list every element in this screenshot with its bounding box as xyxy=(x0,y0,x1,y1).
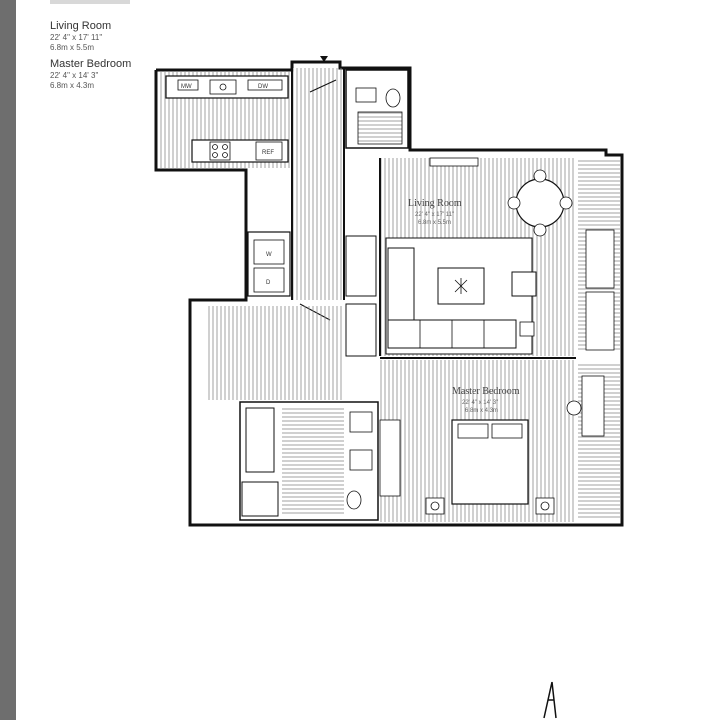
north-compass-icon xyxy=(543,681,557,719)
legend-living-room: Living Room 22' 4" x 17' 11" 6.8m x 5.5m xyxy=(50,20,170,53)
nightstand xyxy=(425,497,445,515)
microwave xyxy=(177,79,199,91)
toilet-icon xyxy=(385,88,401,108)
study-floor xyxy=(206,306,296,400)
master-bedroom-label: Master Bedroom xyxy=(452,386,520,397)
legend-master-bedroom: Master Bedroom 22' 4" x 14' 3" 6.8m x 4.… xyxy=(50,58,170,91)
left-margin-bar xyxy=(0,0,16,720)
hallway-floor xyxy=(292,68,344,300)
laundry: W D xyxy=(247,231,291,297)
vanity-sink xyxy=(349,449,373,471)
toilet-icon xyxy=(346,490,362,510)
burner xyxy=(222,152,228,158)
living-room-metric-label: 6.8m x 5.5m xyxy=(418,220,451,226)
dining-chair xyxy=(507,196,521,210)
vanity-sink xyxy=(349,411,373,433)
entry-arrow-icon xyxy=(320,56,328,62)
bedroom-dresser xyxy=(379,419,401,497)
shower xyxy=(357,111,403,145)
bath-floor xyxy=(282,408,344,514)
side-table xyxy=(519,321,535,337)
lamp-icon xyxy=(540,501,550,511)
tv-console xyxy=(429,157,479,167)
living-room-label: Living Room xyxy=(408,198,462,209)
desk xyxy=(581,375,605,437)
dining-chair xyxy=(533,169,547,183)
cooktop xyxy=(209,141,231,161)
decor-icon xyxy=(454,278,468,294)
legend-room-name: Living Room xyxy=(50,20,112,32)
burner xyxy=(212,144,218,150)
room-legend: Living Room 22' 4" x 17' 11" 6.8m x 5.5m… xyxy=(50,20,170,96)
dining-chair xyxy=(533,223,547,237)
dining-table xyxy=(515,178,565,228)
legend-room-name: Master Bedroom xyxy=(50,58,132,70)
shower-stall xyxy=(241,481,279,517)
legend-room-metric: 6.8m x 4.3m xyxy=(50,81,95,90)
dw-label: DW xyxy=(258,84,268,90)
hall-closets xyxy=(345,235,377,357)
study-closet-floor xyxy=(296,306,344,400)
mw-label: MW xyxy=(181,84,192,90)
window-panel xyxy=(585,291,615,351)
bathroom-sink xyxy=(355,87,377,103)
pillow xyxy=(491,423,523,439)
desk-chair xyxy=(566,400,582,416)
dryer-label: D xyxy=(266,280,271,286)
legend-room-imperial: 22' 4" x 14' 3" xyxy=(50,71,99,80)
refrigerator xyxy=(255,141,283,161)
bedroom-alcove xyxy=(566,362,620,520)
ref-label: REF xyxy=(262,150,274,156)
master-bedroom-dims-label: 22' 4" x 14' 3" xyxy=(462,400,498,406)
nightstand xyxy=(535,497,555,515)
master-bathroom xyxy=(239,401,379,521)
sink-drain xyxy=(219,83,227,91)
dryer xyxy=(253,267,285,293)
window-panel xyxy=(585,229,615,289)
dishwasher xyxy=(247,79,283,91)
burner xyxy=(212,152,218,158)
dining-chair xyxy=(559,196,573,210)
window-bay xyxy=(578,158,620,352)
entry-door xyxy=(309,79,337,93)
powder-room xyxy=(345,69,409,149)
header-strip xyxy=(50,0,130,4)
kitchen-sink xyxy=(209,79,237,95)
master-bedroom-metric-label: 6.8m x 4.3m xyxy=(465,408,498,414)
armchair xyxy=(511,271,537,297)
master-bedroom: Master Bedroom 22' 4" x 14' 3" 6.8m x 4.… xyxy=(379,357,576,522)
legend-room-metric: 6.8m x 5.5m xyxy=(50,43,95,52)
lamp-icon xyxy=(430,501,440,511)
living-room: Living Room 22' 4" x 17' 11" 6.8m x 5.5m xyxy=(379,157,576,356)
hallway xyxy=(291,56,345,321)
washer xyxy=(253,239,285,265)
bathtub xyxy=(245,407,275,473)
burner xyxy=(222,144,228,150)
living-room-dims-label: 22' 4" x 17' 11" xyxy=(415,212,454,218)
washer-label: W xyxy=(266,252,272,258)
pillow xyxy=(457,423,489,439)
kitchen: MW DW REF xyxy=(158,72,290,168)
legend-room-imperial: 22' 4" x 17' 11" xyxy=(50,33,103,42)
study xyxy=(206,306,344,400)
